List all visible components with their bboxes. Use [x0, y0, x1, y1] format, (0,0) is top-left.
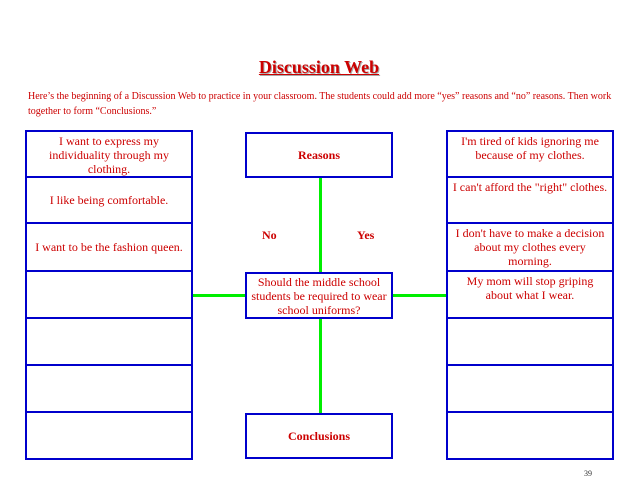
no-label: No	[262, 228, 277, 242]
connector-line-left	[193, 294, 245, 297]
conclusions-label: Conclusions	[287, 428, 351, 443]
reasons-box: Reasons	[245, 132, 393, 178]
no-reasons-column: I want to express my individuality throu…	[25, 130, 193, 460]
connector-line-reasons-question	[319, 178, 322, 272]
conclusions-box: Conclusions	[245, 413, 393, 459]
yes-reason-cell: I don't have to make a decision about my…	[448, 224, 612, 272]
question-text: Should the middle school students be req…	[251, 274, 387, 317]
connector-line-question-conclusions	[319, 318, 322, 413]
yes-label: Yes	[357, 228, 375, 242]
no-reason-cell: I want to be the fashion queen.	[27, 224, 191, 272]
yes-reason-cell: I'm tired of kids ignoring me because of…	[448, 132, 612, 178]
page-number: 39	[584, 469, 592, 478]
yes-reason-cell	[448, 413, 612, 458]
no-reason-cell	[27, 413, 191, 458]
no-reason-cell: I like being comfortable.	[27, 178, 191, 224]
no-reason-cell: I want to express my individuality throu…	[27, 132, 191, 178]
reasons-label: Reasons	[297, 147, 340, 162]
yes-reason-cell	[448, 319, 612, 366]
question-box: Should the middle school students be req…	[245, 272, 393, 319]
yes-reason-cell	[448, 366, 612, 413]
yes-reasons-column: I'm tired of kids ignoring me because of…	[446, 130, 614, 460]
intro-text: Here’s the beginning of a Discussion Web…	[28, 91, 612, 117]
yes-reason-cell: My mom will stop griping about what I we…	[448, 272, 612, 319]
page-title: Discussion Web	[258, 57, 380, 77]
no-reason-cell	[27, 366, 191, 413]
yes-reason-cell: I can't afford the "right" clothes.	[448, 178, 612, 224]
connector-line-right	[393, 294, 446, 297]
no-reason-cell	[27, 272, 191, 319]
no-reason-cell	[27, 319, 191, 366]
